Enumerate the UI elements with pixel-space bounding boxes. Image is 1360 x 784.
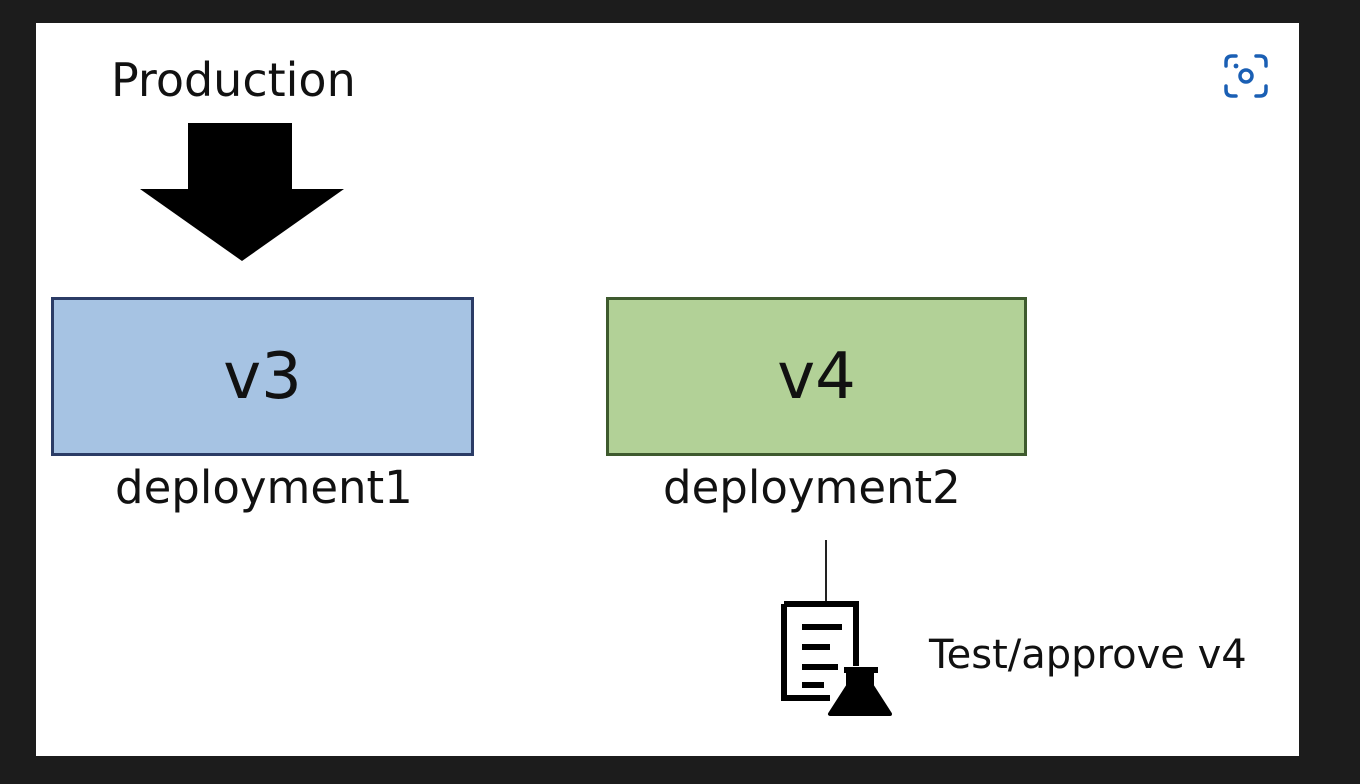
test-connector-line — [825, 540, 827, 603]
diagram-canvas: Production v3 deployment1 v4 deployment2… — [36, 23, 1299, 756]
deployment2-version: v4 — [777, 339, 856, 414]
production-label: Production — [111, 53, 356, 107]
lab-report-icon — [781, 601, 892, 716]
deployment1-version: v3 — [223, 339, 302, 414]
down-arrow-icon — [140, 123, 344, 261]
visual-search-icon[interactable] — [1223, 53, 1269, 99]
deployment1-label: deployment1 — [115, 461, 413, 514]
deployment1-box: v3 — [51, 297, 474, 456]
deployment2-box: v4 — [606, 297, 1027, 456]
test-approve-label: Test/approve v4 — [929, 632, 1247, 678]
deployment2-label: deployment2 — [663, 461, 961, 514]
